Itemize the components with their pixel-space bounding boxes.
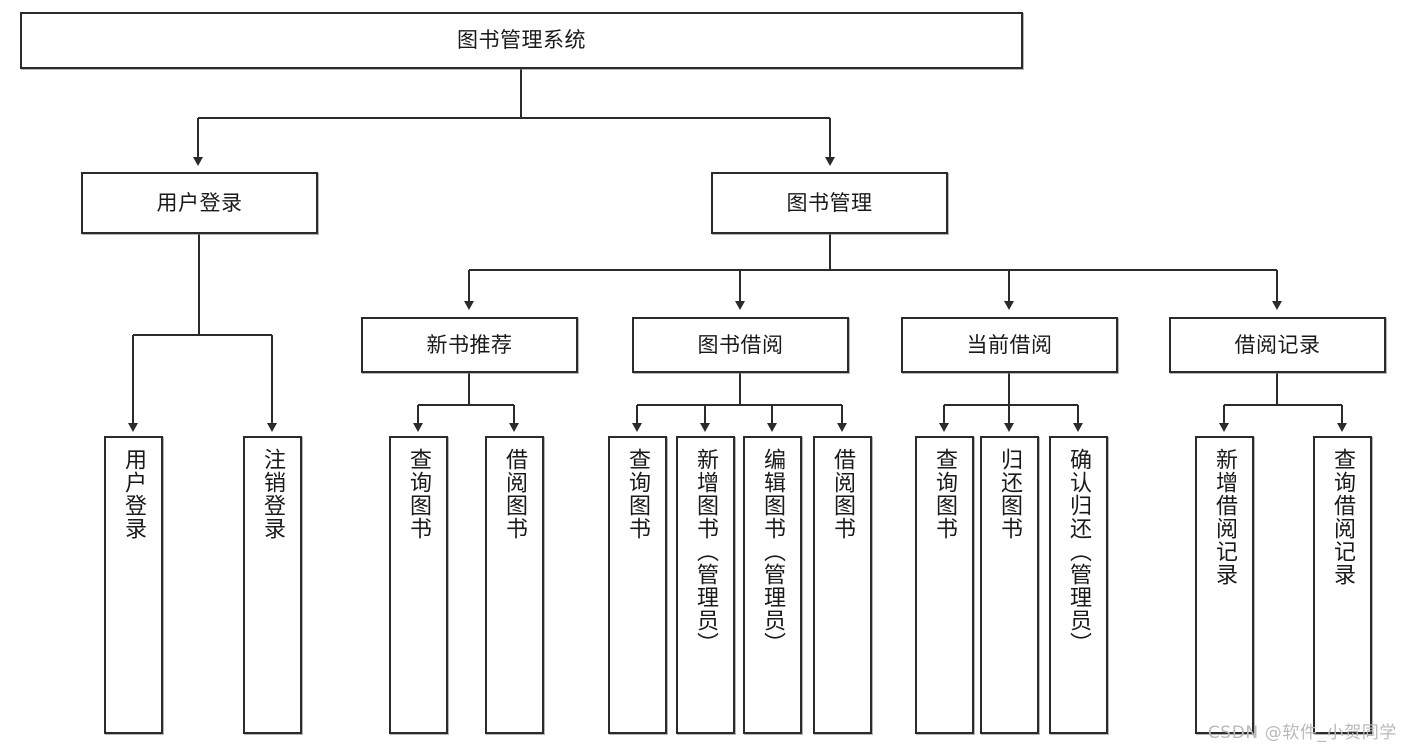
node-current-borrow[interactable]: 当前借阅 [901, 317, 1118, 373]
leaf-book-borrow-borrow[interactable]: 借阅图书 [813, 436, 872, 734]
node-borrow-record-label: 借阅记录 [1234, 332, 1321, 357]
leaf-user-logout-label: 注销登录 [260, 448, 286, 540]
leaf-book-borrow-add[interactable]: 新增图书（管理员） [676, 436, 735, 734]
node-user-login-label: 用户登录 [156, 190, 243, 215]
node-root[interactable]: 图书管理系统 [20, 12, 1023, 69]
leaf-current-borrow-query[interactable]: 查询图书 [915, 436, 974, 734]
leaf-current-borrow-confirm-label: 确认归还（管理员） [1066, 448, 1092, 655]
leaf-new-book-borrow-label: 借阅图书 [502, 448, 528, 540]
node-book-borrow-label: 图书借阅 [697, 332, 784, 357]
node-new-book-recommend[interactable]: 新书推荐 [361, 317, 578, 373]
leaf-book-borrow-query[interactable]: 查询图书 [608, 436, 667, 734]
leaf-current-borrow-confirm[interactable]: 确认归还（管理员） [1049, 436, 1108, 734]
leaf-borrow-record-add[interactable]: 新增借阅记录 [1195, 436, 1254, 734]
leaf-book-borrow-add-label: 新增图书（管理员） [693, 448, 719, 655]
leaf-current-borrow-return-label: 归还图书 [997, 448, 1023, 540]
leaf-borrow-record-add-label: 新增借阅记录 [1212, 448, 1238, 586]
leaf-user-login-do[interactable]: 用户登录 [104, 436, 163, 734]
leaf-current-borrow-query-label: 查询图书 [932, 448, 958, 540]
leaf-book-borrow-edit[interactable]: 编辑图书（管理员） [743, 436, 802, 734]
leaf-new-book-query-label: 查询图书 [406, 448, 432, 540]
node-current-borrow-label: 当前借阅 [966, 332, 1053, 357]
node-new-book-recommend-label: 新书推荐 [426, 332, 513, 357]
node-root-label: 图书管理系统 [457, 28, 586, 53]
leaf-book-borrow-query-label: 查询图书 [625, 448, 651, 540]
node-borrow-record[interactable]: 借阅记录 [1169, 317, 1386, 373]
node-book-manage-label: 图书管理 [786, 190, 873, 215]
leaf-book-borrow-borrow-label: 借阅图书 [830, 448, 856, 540]
leaf-borrow-record-query[interactable]: 查询借阅记录 [1313, 436, 1372, 734]
leaf-book-borrow-edit-label: 编辑图书（管理员） [760, 448, 786, 655]
node-user-login[interactable]: 用户登录 [81, 172, 318, 234]
leaf-current-borrow-return[interactable]: 归还图书 [980, 436, 1039, 734]
leaf-user-login-do-label: 用户登录 [121, 448, 147, 540]
leaf-new-book-borrow[interactable]: 借阅图书 [485, 436, 544, 734]
leaf-borrow-record-query-label: 查询借阅记录 [1330, 448, 1356, 586]
node-book-manage[interactable]: 图书管理 [711, 172, 948, 234]
leaf-new-book-query[interactable]: 查询图书 [389, 436, 448, 734]
node-book-borrow[interactable]: 图书借阅 [632, 317, 849, 373]
leaf-user-logout[interactable]: 注销登录 [243, 436, 302, 734]
